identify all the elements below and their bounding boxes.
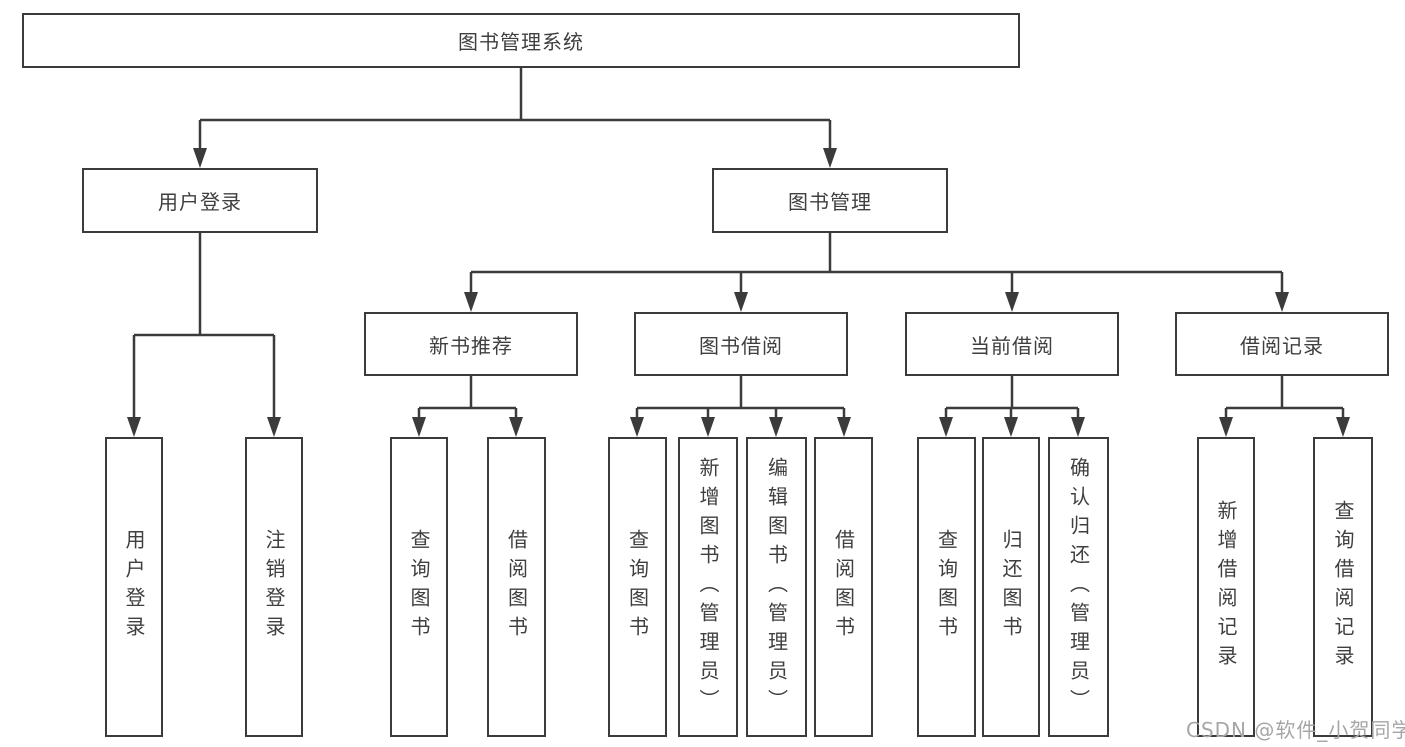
node-label: 新增图书（管理员） [696,456,720,718]
node-book-borrowing: 图书借阅 [634,312,848,376]
node-label: 用户登录 [158,190,242,214]
node-new-book-recommendation: 新书推荐 [364,312,578,376]
node-label: 借阅图书 [831,529,856,645]
node-label: 查询借阅记录 [1331,500,1355,674]
node-leaf-query-borrow-record: 查询借阅记录 [1313,437,1373,737]
node-leaf-user-login: 用户登录 [105,437,163,737]
arrowhead-icon [509,417,523,437]
node-label: 借阅图书 [504,529,529,645]
node-leaf-logout: 注销登录 [245,437,303,737]
node-label: 查询图书 [625,529,650,645]
node-leaf-borrow-book-recommend: 借阅图书 [487,437,546,737]
arrowhead-icon [1004,417,1018,437]
node-user-login: 用户登录 [82,168,318,233]
arrowhead-icon [1071,417,1085,437]
node-label: 当前借阅 [970,333,1054,358]
node-current-borrowing: 当前借阅 [905,312,1119,376]
arrowhead-icon [1275,292,1289,312]
arrowhead-icon [267,417,281,437]
node-leaf-return-book: 归还图书 [982,437,1040,737]
arrowhead-icon [939,417,953,437]
arrowhead-icon [193,148,207,168]
node-leaf-query-book-borrow: 查询图书 [608,437,667,737]
arrowhead-icon [630,417,644,437]
node-label: 图书借阅 [699,333,783,358]
node-library-management-system: 图书管理系统 [22,13,1020,68]
node-leaf-edit-book-admin: 编辑图书（管理员） [746,437,807,737]
arrowhead-icon [701,417,715,437]
node-label: 用户登录 [122,529,146,645]
arrowhead-icon [412,417,426,437]
arrowhead-icon [1336,417,1350,437]
arrowhead-icon [127,417,141,437]
node-leaf-confirm-return-admin: 确认归还（管理员） [1048,437,1109,737]
node-label: 图书管理系统 [458,30,584,54]
node-leaf-add-borrow-record: 新增借阅记录 [1197,437,1255,737]
node-label: 编辑图书（管理员） [764,456,789,718]
arrowhead-icon [464,292,478,312]
arrowhead-icon [734,292,748,312]
node-label: 查询图书 [407,529,431,645]
watermark: CSDN @软件_小贺同学 [1186,718,1405,742]
node-leaf-query-book-current: 查询图书 [917,437,976,737]
node-label: 归还图书 [999,529,1023,645]
node-book-management: 图书管理 [712,168,948,233]
node-borrowing-records: 借阅记录 [1175,312,1389,376]
node-label: 确认归还（管理员） [1066,456,1091,718]
node-label: 注销登录 [262,529,286,645]
arrowhead-icon [1219,417,1233,437]
arrowhead-icon [769,417,783,437]
node-leaf-borrow-book: 借阅图书 [814,437,873,737]
node-label: 借阅记录 [1240,333,1324,358]
arrowhead-icon [837,417,851,437]
node-leaf-query-book-recommend: 查询图书 [390,437,448,737]
node-label: 查询图书 [934,529,959,645]
arrowhead-icon [823,148,837,168]
node-label: 新增借阅记录 [1214,500,1238,674]
node-label: 新书推荐 [429,333,513,358]
arrowhead-icon [1005,292,1019,312]
node-leaf-add-book-admin: 新增图书（管理员） [678,437,738,737]
node-label: 图书管理 [788,190,872,214]
